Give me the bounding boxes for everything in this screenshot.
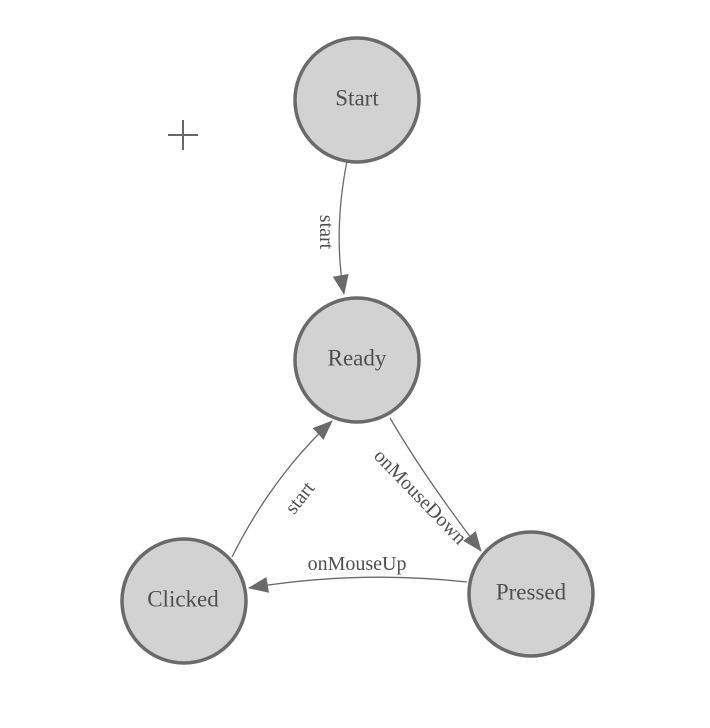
crosshair-cursor-icon (168, 120, 198, 150)
edge-label-onmousedown: onMouseDown (369, 445, 471, 549)
state-circle[interactable] (293, 296, 421, 424)
edge-pressed-to-clicked[interactable]: onMouseUp (248, 553, 468, 593)
edge-label-start-2: start (281, 477, 320, 518)
node-pressed[interactable]: Pressed (467, 530, 595, 658)
node-ready[interactable]: Ready (293, 296, 421, 424)
state-circle[interactable] (120, 537, 248, 665)
edge-label-start-1: start (315, 215, 337, 250)
edge-ready-to-pressed[interactable]: onMouseDown (369, 417, 482, 552)
node-clicked[interactable]: Clicked (120, 537, 248, 665)
edge-label-onmouseup: onMouseUp (308, 553, 407, 575)
node-start[interactable]: Start (293, 36, 421, 164)
state-circle[interactable] (467, 530, 595, 658)
node-label-clicked: Clicked (147, 587, 219, 612)
transition-path[interactable] (332, 160, 349, 295)
node-label-ready: Ready (328, 346, 387, 371)
transition-path[interactable] (248, 576, 468, 593)
edge-start-to-ready[interactable]: start (315, 160, 349, 295)
edge-clicked-to-ready[interactable]: start (231, 420, 333, 558)
state-circle[interactable] (293, 36, 421, 164)
node-label-start: Start (335, 86, 379, 111)
transition-path[interactable] (231, 420, 333, 558)
transition-path[interactable] (389, 417, 482, 552)
node-label-pressed: Pressed (496, 580, 567, 605)
